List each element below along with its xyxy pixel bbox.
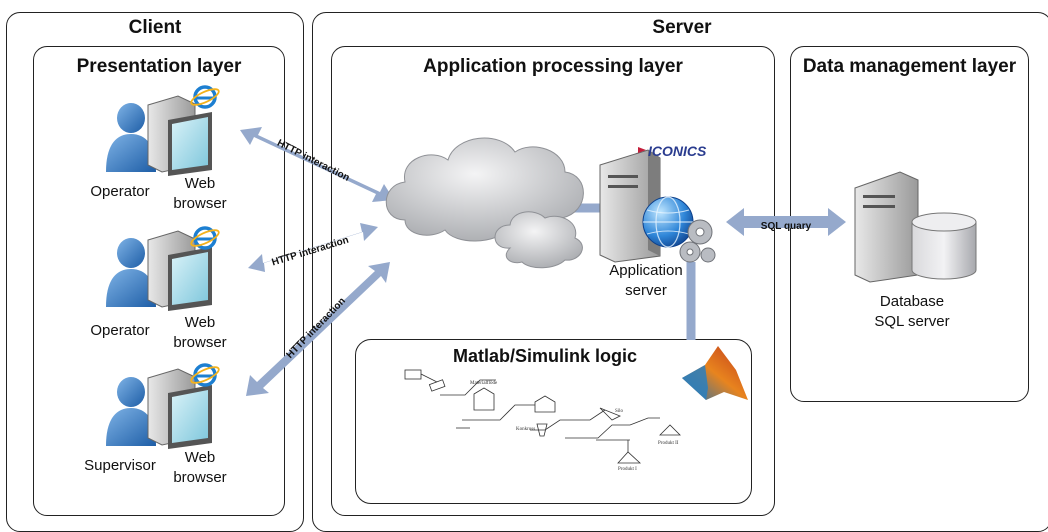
globe-icon <box>642 196 694 248</box>
user-role-label-3: Supervisor <box>84 457 156 474</box>
user-group-2 <box>106 226 220 311</box>
svg-text:Materialflöde: Materialflöde <box>470 381 498 386</box>
ie-browser-icon <box>190 226 220 250</box>
computer-icon <box>147 95 212 176</box>
svg-text:Silo: Silo <box>615 409 624 414</box>
computer-icon <box>147 230 212 311</box>
http-label-1: HTTP interaction <box>275 138 351 184</box>
data-management-layer-title: Data management layer <box>802 56 1017 77</box>
user-role-label-2: Operator <box>90 322 150 339</box>
browser-label-1-line1: Web <box>184 175 216 192</box>
person-icon <box>106 103 156 172</box>
app-processing-layer-title: Application processing layer <box>423 56 683 77</box>
http-label-3: HTTP interaction <box>285 296 348 361</box>
matlab-title: Matlab/Simulink logic <box>452 346 638 366</box>
simulink-process-labels: Materialflöde Konkross Silo Produkt II P… <box>470 381 679 472</box>
user-role-label-1: Operator <box>90 183 150 200</box>
sql-label: SQL quary <box>761 221 812 232</box>
app-server-label-line2: server <box>625 282 667 299</box>
browser-label-1-line2: browser <box>173 195 227 212</box>
matlab-logic-box <box>355 339 752 504</box>
iconics-logo: ICONICS <box>638 143 707 159</box>
svg-text:Konkross: Konkross <box>516 427 535 432</box>
cloud-icon <box>385 137 584 269</box>
presentation-layer-box <box>33 46 285 516</box>
computer-icon <box>147 368 212 449</box>
presentation-layer-title: Presentation layer <box>76 56 242 77</box>
svg-text:Produkt II: Produkt II <box>658 441 679 446</box>
http-arrow-3 <box>246 262 390 396</box>
database-label-line1: Database <box>879 293 945 310</box>
gear-icon <box>679 219 716 263</box>
server-title: Server <box>652 17 712 38</box>
http-arrow-1 <box>240 127 394 202</box>
sql-arrow <box>726 208 846 236</box>
iconics-logo-text: ICONICS <box>648 143 707 159</box>
browser-label-3-line2: browser <box>173 469 227 486</box>
svg-text:Produkt I: Produkt I <box>618 467 637 472</box>
user-group-1 <box>106 85 220 176</box>
person-icon <box>106 377 156 446</box>
http-arrow-2 <box>248 223 378 272</box>
matlab-logo-icon <box>682 346 748 400</box>
browser-label-2-line2: browser <box>173 334 227 351</box>
browser-label-3-line1: Web <box>184 449 216 466</box>
database-label-line2: SQL server <box>874 313 950 330</box>
ie-browser-icon <box>190 363 220 387</box>
http-label-2: HTTP interaction <box>270 235 350 269</box>
simulink-process-diagram <box>404 369 681 464</box>
database-icon <box>854 171 977 283</box>
client-title: Client <box>128 17 182 38</box>
ie-browser-icon <box>190 85 220 109</box>
browser-label-2-line1: Web <box>184 314 216 331</box>
app-processing-layer-box <box>331 46 775 516</box>
user-group-3 <box>106 363 220 449</box>
app-server-label-line1: Application <box>609 262 683 279</box>
person-icon <box>106 238 156 307</box>
